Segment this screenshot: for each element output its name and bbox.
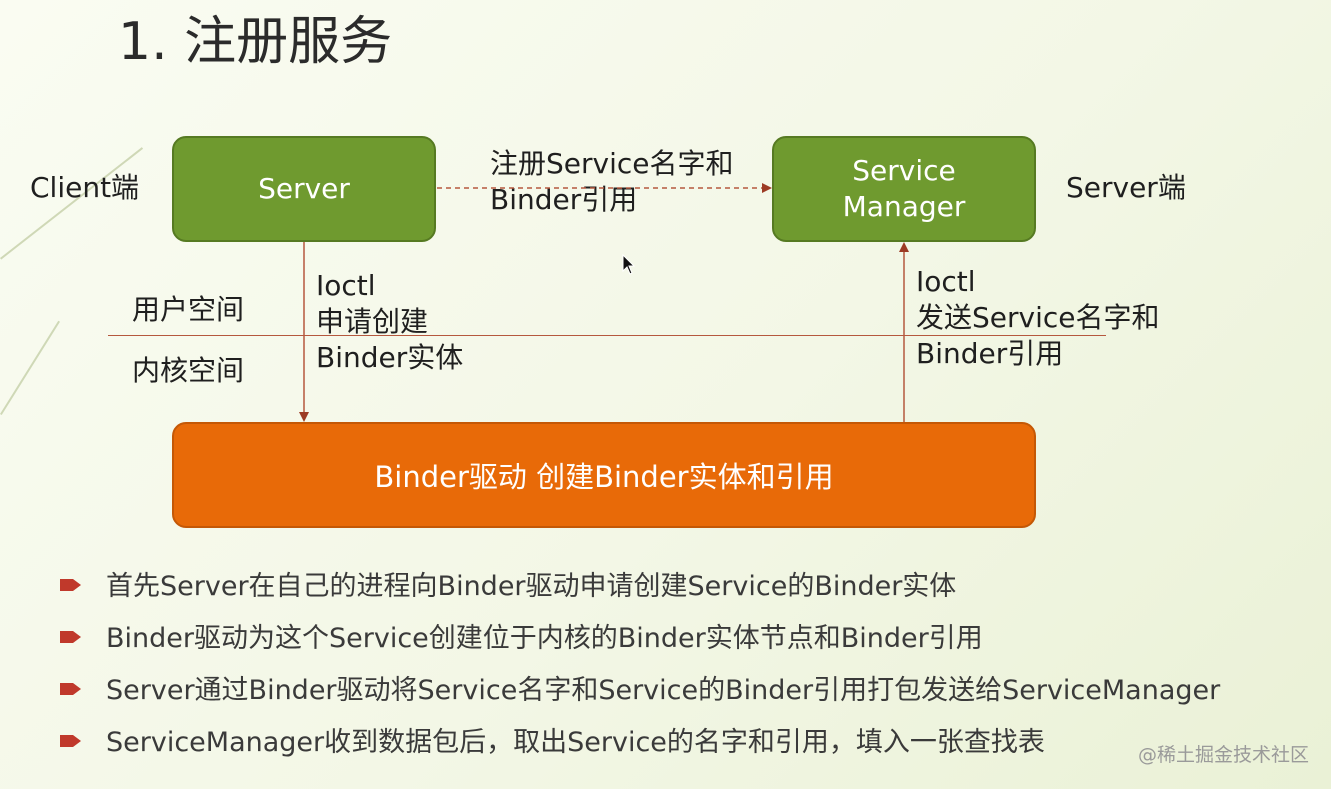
- binder-driver-label: Binder驱动 创建Binder实体和引用: [374, 460, 834, 494]
- bullet-list: 首先Server在自己的进程向Binder驱动申请创建Service的Binde…: [60, 566, 1220, 774]
- arrow-bullet-icon: [60, 683, 81, 695]
- binder-driver-box: Binder驱动 创建Binder实体和引用: [172, 422, 1036, 528]
- server-side-label: Server端: [1066, 171, 1186, 204]
- bullet-item: ServiceManager收到数据包后，取出Service的名字和引用，填入一…: [60, 722, 1220, 774]
- left-ioctl-line: 申请创建: [316, 305, 429, 338]
- arrow-bullet-icon: [60, 631, 81, 643]
- user-space-label: 用户空间: [132, 293, 245, 326]
- bullet-item: Binder驱动为这个Service创建位于内核的Binder实体节点和Bind…: [60, 618, 1220, 670]
- arrow-bullet-icon: [60, 735, 81, 747]
- server-box-label: Server: [258, 172, 350, 205]
- service-manager-box: Service Manager: [772, 136, 1036, 242]
- bullet-item: Server通过Binder驱动将Service名字和Service的Binde…: [60, 670, 1220, 722]
- user-kernel-boundary-line: [108, 335, 1106, 336]
- client-side-label: Client端: [30, 171, 140, 204]
- slide-title: 1. 注册服务: [118, 12, 393, 72]
- right-ioctl-label: Ioctl 发送Service名字和 Binder引用: [916, 264, 1159, 372]
- bullet-text: 首先Server在自己的进程向Binder驱动申请创建Service的Binde…: [106, 571, 957, 602]
- server-box: Server: [172, 136, 436, 242]
- right-ioctl-line: Ioctl: [916, 265, 976, 298]
- kernel-space-label: 内核空间: [132, 354, 245, 387]
- right-ioctl-line: Binder引用: [916, 337, 1064, 370]
- arrow-bullet-icon: [60, 579, 81, 591]
- register-label-line: 注册Service名字和: [490, 147, 734, 180]
- right-ioctl-line: 发送Service名字和: [916, 301, 1160, 334]
- bullet-text: Server通过Binder驱动将Service名字和Service的Binde…: [106, 675, 1221, 706]
- service-manager-label-line: Service: [852, 154, 956, 187]
- bullet-item: 首先Server在自己的进程向Binder驱动申请创建Service的Binde…: [60, 566, 1220, 618]
- bullet-text: Binder驱动为这个Service创建位于内核的Binder实体节点和Bind…: [106, 623, 983, 654]
- left-ioctl-line: Binder实体: [316, 341, 464, 374]
- watermark: @稀土掘金技术社区: [1137, 744, 1309, 766]
- service-manager-label-line: Manager: [842, 190, 966, 223]
- bullet-text: ServiceManager收到数据包后，取出Service的名字和引用，填入一…: [106, 727, 1045, 758]
- left-ioctl-label: Ioctl 申请创建 Binder实体: [316, 268, 463, 376]
- left-ioctl-line: Ioctl: [316, 269, 376, 302]
- mouse-pointer-icon: [622, 254, 636, 275]
